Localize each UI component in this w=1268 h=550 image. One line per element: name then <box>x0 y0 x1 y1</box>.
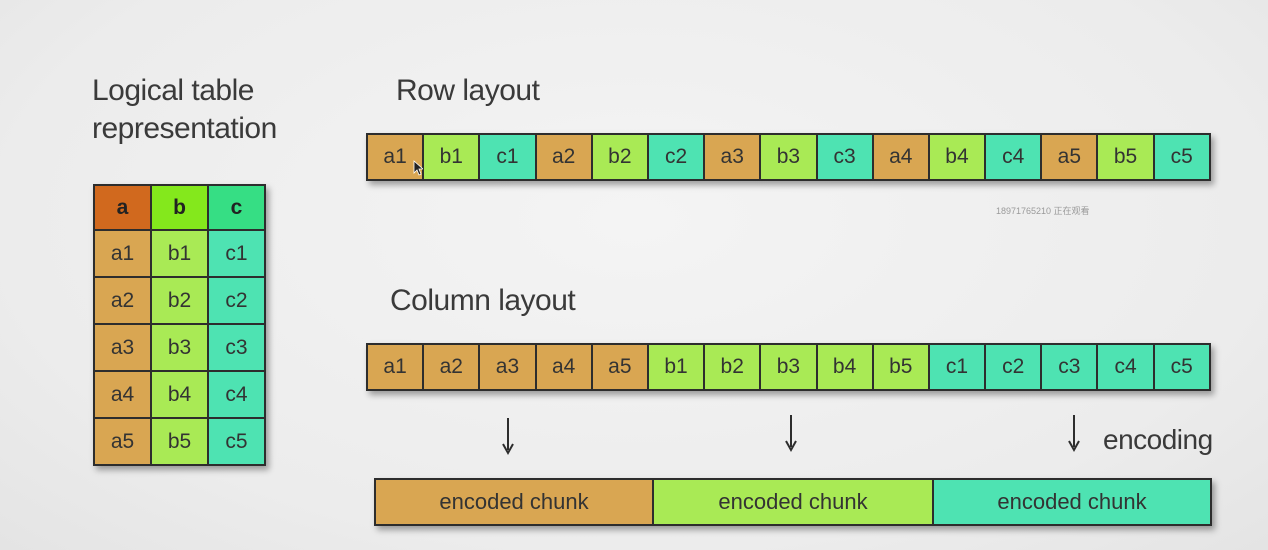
table-cell: b4 <box>150 370 209 419</box>
header-b: b <box>150 184 209 231</box>
row-cell: a2 <box>536 135 593 179</box>
table-cell: c3 <box>207 323 266 372</box>
watermark: 18971765210 正在观看 <box>996 206 1090 216</box>
logical-table-title: Logical table representation <box>92 74 277 145</box>
logical-table: a b c a1 b1 c1 a2 b2 c2 a3 b3 c3 a4 b4 c… <box>93 184 266 466</box>
mouse-cursor-icon <box>413 160 423 176</box>
column-cell: a3 <box>480 345 537 389</box>
table-cell: c2 <box>207 276 266 325</box>
table-row: a2 b2 c2 <box>93 276 266 325</box>
table-cell: a1 <box>93 229 152 278</box>
table-cell: a5 <box>93 417 152 466</box>
column-cell: a1 <box>368 345 425 389</box>
column-layout-strip: a1 a2 a3 a4 a5 b1 b2 b3 b4 b5 c1 c2 c3 c… <box>366 343 1211 391</box>
column-layout-title: Column layout <box>390 284 576 317</box>
row-layout-strip: a1 b1 c1 a2 b2 c2 a3 b3 c3 a4 b4 c4 a5 b… <box>366 133 1211 181</box>
table-row: a4 b4 c4 <box>93 370 266 419</box>
table-row: a3 b3 c3 <box>93 323 266 372</box>
logical-table-header-row: a b c <box>93 184 266 231</box>
table-cell: b5 <box>150 417 209 466</box>
table-cell: c5 <box>207 417 266 466</box>
arrow-down-icon <box>785 415 797 453</box>
column-cell: b3 <box>761 345 818 389</box>
row-cell: b5 <box>1098 135 1155 179</box>
header-a: a <box>93 184 152 231</box>
encoded-chunk-c: encoded chunk <box>934 480 1210 524</box>
column-cell: b5 <box>873 345 930 389</box>
header-c: c <box>207 184 266 231</box>
column-cell: a5 <box>592 345 649 389</box>
row-cell: b2 <box>592 135 649 179</box>
column-cell: c1 <box>929 345 987 389</box>
row-cell: a4 <box>873 135 930 179</box>
column-cell: b2 <box>705 345 762 389</box>
table-cell: b1 <box>150 229 209 278</box>
row-layout-title: Row layout <box>396 74 540 107</box>
column-cell: c4 <box>1098 345 1155 389</box>
row-cell: a3 <box>705 135 762 179</box>
row-cell: a1 <box>368 135 425 179</box>
row-cell: c2 <box>648 135 706 179</box>
table-cell: a3 <box>93 323 152 372</box>
table-cell: a2 <box>93 276 152 325</box>
column-cell: c3 <box>1042 345 1099 389</box>
row-cell: a5 <box>1042 135 1099 179</box>
row-cell: c5 <box>1154 135 1209 179</box>
table-row: a5 b5 c5 <box>93 417 266 466</box>
table-cell: b3 <box>150 323 209 372</box>
column-cell: a4 <box>536 345 593 389</box>
table-cell: b2 <box>150 276 209 325</box>
arrow-down-icon <box>1068 415 1080 453</box>
encoding-label: encoding <box>1103 424 1213 455</box>
arrow-down-icon <box>502 418 514 456</box>
table-cell: c1 <box>207 229 266 278</box>
column-cell: c2 <box>986 345 1043 389</box>
table-cell: a4 <box>93 370 152 419</box>
column-cell: b4 <box>817 345 874 389</box>
row-cell: c1 <box>480 135 537 179</box>
table-cell: c4 <box>207 370 266 419</box>
column-cell: b1 <box>648 345 706 389</box>
row-cell: b1 <box>424 135 481 179</box>
column-cell: a2 <box>424 345 481 389</box>
encoded-chunks-strip: encoded chunk encoded chunk encoded chun… <box>374 478 1212 526</box>
table-row: a1 b1 c1 <box>93 229 266 278</box>
column-cell: c5 <box>1154 345 1209 389</box>
encoded-chunk-a: encoded chunk <box>376 480 654 524</box>
row-cell: b3 <box>761 135 818 179</box>
row-cell: c3 <box>817 135 874 179</box>
encoded-chunk-b: encoded chunk <box>654 480 934 524</box>
row-cell: c4 <box>986 135 1043 179</box>
row-cell: b4 <box>929 135 987 179</box>
